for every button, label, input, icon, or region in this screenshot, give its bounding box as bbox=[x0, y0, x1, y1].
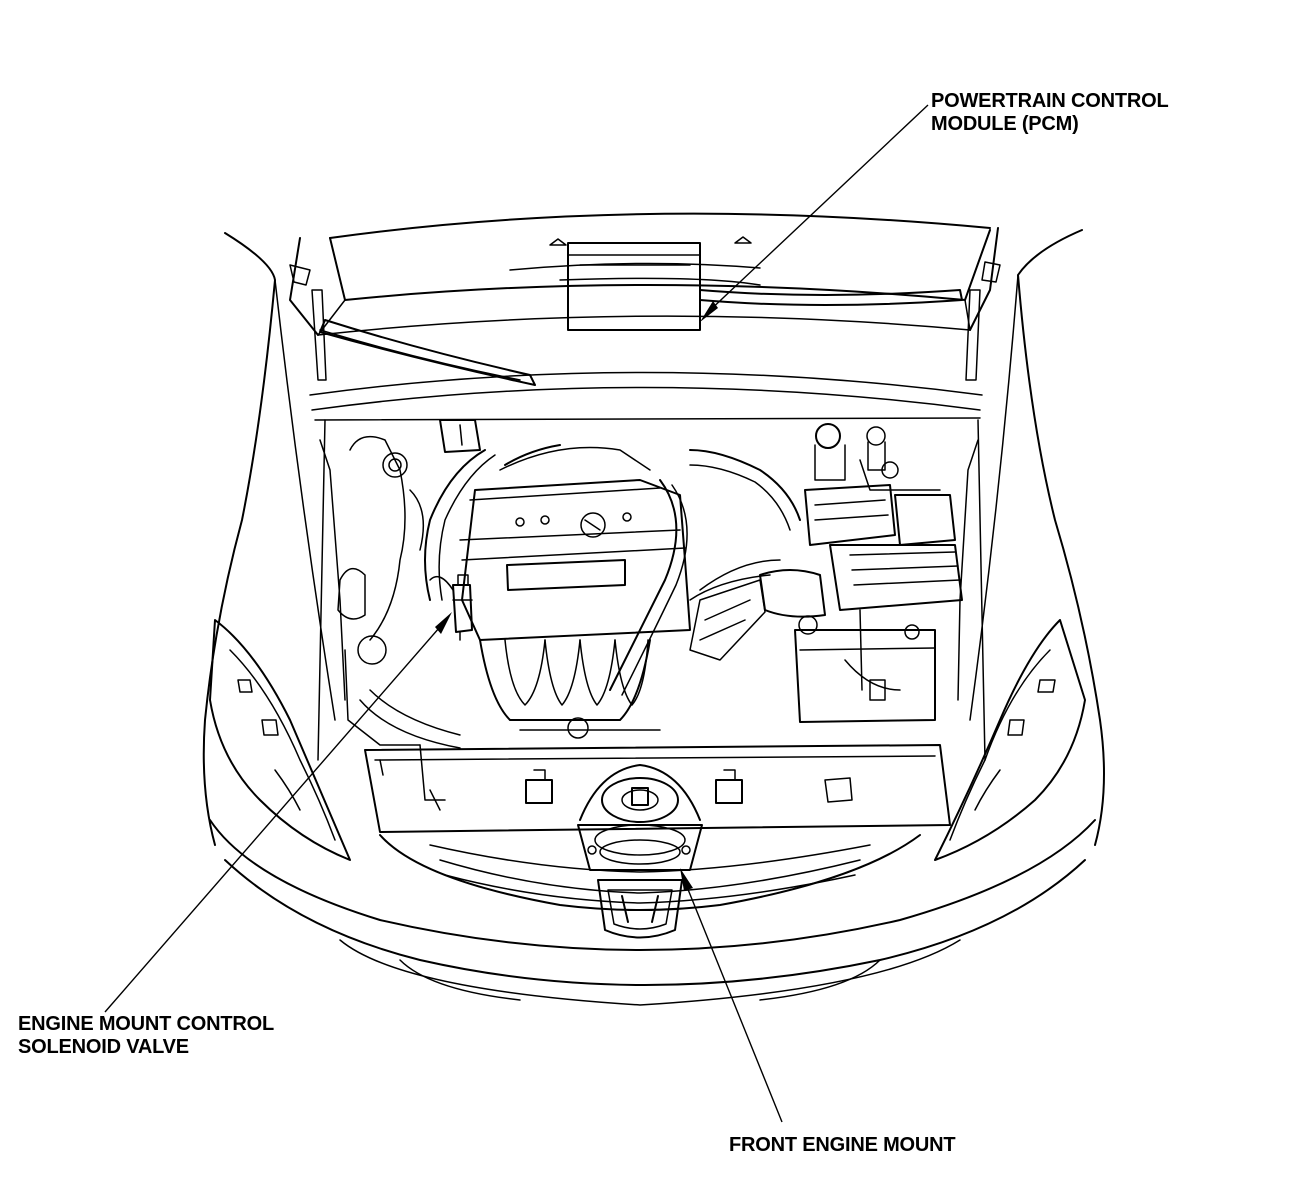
hood-struts bbox=[289, 261, 1001, 381]
solenoid-label-line1: ENGINE MOUNT CONTROL bbox=[18, 1013, 274, 1035]
engine-mount-solenoid-valve bbox=[429, 574, 473, 641]
left-side-components bbox=[337, 419, 481, 746]
front-mount-label-line1: FRONT ENGINE MOUNT bbox=[729, 1134, 956, 1156]
pcm-module bbox=[567, 242, 701, 331]
pcm-label-line1: POWERTRAIN CONTROL bbox=[931, 90, 1169, 112]
front-mount-label: FRONT ENGINE MOUNT bbox=[729, 1134, 956, 1157]
hoses bbox=[359, 444, 801, 749]
right-reservoirs bbox=[814, 423, 941, 491]
air-intake-box bbox=[689, 484, 963, 661]
radiator-support bbox=[364, 744, 951, 833]
engine-bay-outline bbox=[314, 417, 986, 761]
solenoid-label-line2: SOLENOID VALVE bbox=[18, 1036, 189, 1058]
pcm-label-line2: MODULE (PCM) bbox=[931, 113, 1079, 135]
solenoid-label: ENGINE MOUNT CONTROL SOLENOID VALVE bbox=[18, 1013, 274, 1059]
emblem-icon bbox=[597, 879, 683, 939]
engine-block bbox=[459, 446, 691, 641]
pcm-leader-line bbox=[700, 104, 929, 322]
intake-manifold bbox=[479, 639, 661, 739]
front-engine-mount bbox=[577, 764, 703, 871]
right-headlight bbox=[934, 619, 1086, 861]
front-bumper bbox=[209, 819, 1096, 1006]
left-headlight bbox=[209, 619, 351, 861]
open-hood bbox=[289, 212, 999, 336]
solenoid-leader-line bbox=[104, 612, 452, 1013]
front-mount-leader-line bbox=[680, 868, 783, 1123]
cowl-and-wipers bbox=[309, 262, 983, 411]
pcm-label: POWERTRAIN CONTROL MODULE (PCM) bbox=[931, 90, 1169, 136]
car-body-fenders bbox=[202, 229, 1105, 846]
battery bbox=[794, 609, 936, 723]
